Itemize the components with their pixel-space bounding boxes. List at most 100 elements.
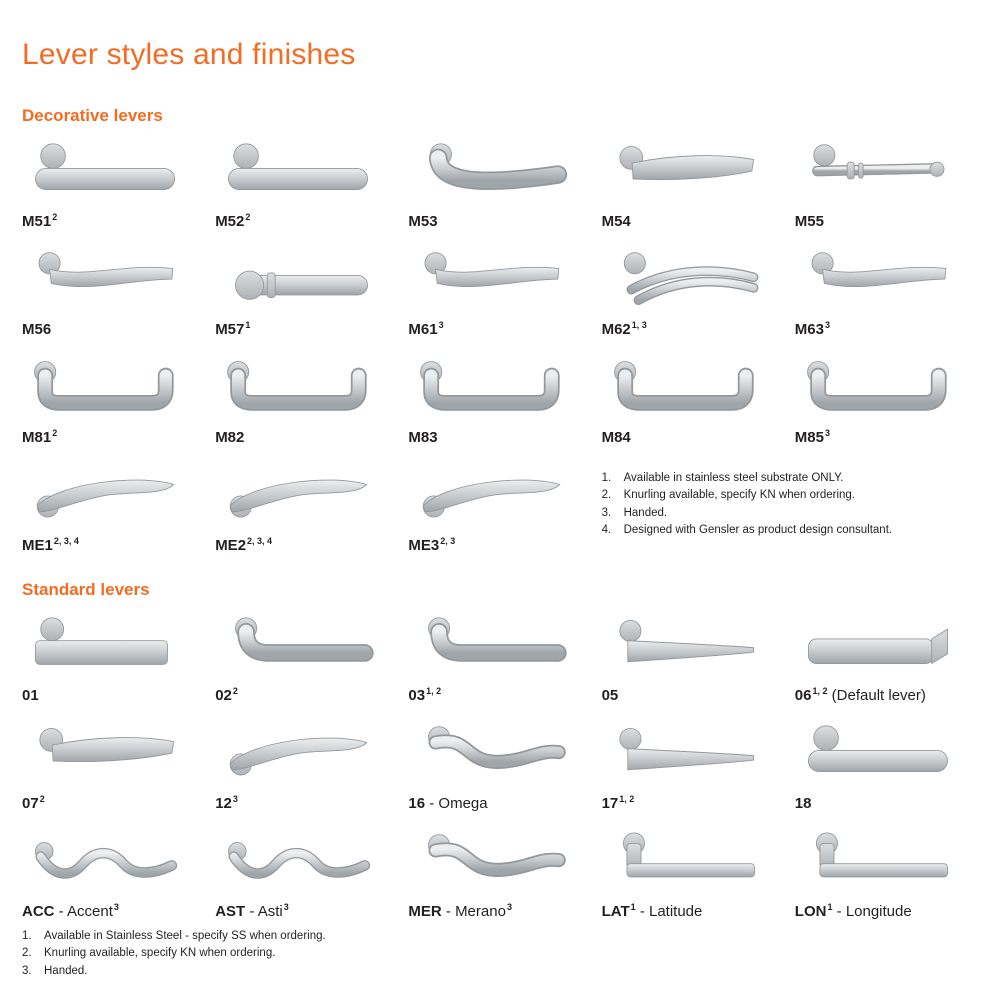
lever-item-M63: M633 [795, 250, 976, 338]
lever-item-M61: M613 [408, 250, 589, 338]
lever-code: M63 [794, 321, 824, 338]
lever-label: M571 [215, 320, 396, 339]
lever-image-18 [795, 724, 961, 790]
lever-code: LON [794, 903, 827, 920]
lever-footnote-ref: 3 [506, 902, 512, 912]
lever-image-05 [602, 616, 768, 682]
lever-footnote-ref: 2 [52, 212, 58, 222]
lever-label: M613 [408, 321, 589, 339]
lever-footnote-ref: 3 [824, 428, 830, 438]
lever-label: LON1 - Longitude [794, 902, 976, 921]
lever-code: M83 [408, 429, 438, 446]
lever-footnote-ref: 2 [245, 212, 251, 222]
lever-image-M84 [602, 358, 768, 424]
lever-code: M85 [794, 429, 824, 446]
footnote-number: 2. [22, 947, 32, 960]
lever-footnote-ref: 2 [232, 686, 238, 696]
lever-code: M84 [601, 429, 631, 446]
lever-label: 171, 2 [602, 794, 783, 813]
lever-code: M81 [22, 429, 52, 446]
page-title: Lever styles and finishes [22, 38, 356, 71]
lever-footnote-ref: 3 [113, 902, 119, 912]
lever-code: M51 [22, 213, 52, 230]
lever-label: 072 [22, 794, 203, 813]
lever-label: 18 [795, 795, 976, 812]
lever-footnote-ref: 1, 2 [619, 794, 635, 804]
lever-label: M812 [22, 429, 203, 447]
lever-label: 05 [602, 687, 783, 704]
lever-label: MER - Merano3 [408, 902, 589, 921]
lever-label: M53 [408, 213, 589, 230]
lever-image-06 [795, 616, 961, 682]
lever-image-M54 [602, 142, 768, 208]
lever-item-ACC: ACC - Accent3 [22, 832, 203, 920]
lever-item-07: 072 [22, 724, 203, 812]
lever-item-M84: M84 [602, 358, 783, 446]
lever-label: 061, 2 (Default lever) [794, 687, 976, 705]
lever-name-suffix: - Longitude [832, 903, 912, 920]
lever-label: 123 [215, 795, 396, 813]
footnote-text: Handed. [44, 964, 88, 977]
lever-code: 06 [794, 687, 812, 704]
decorative-footnotes: 1.Available in stainless steel substrate… [602, 466, 976, 539]
lever-image-MER [408, 832, 574, 898]
lever-code: 02 [215, 687, 232, 704]
lever-image-M81 [22, 358, 188, 424]
lever-code: M55 [794, 213, 824, 230]
footnote-number: 4. [601, 523, 612, 536]
lever-name-suffix: - Accent [54, 903, 113, 920]
footnote-number: 3. [22, 964, 32, 977]
lever-image-M55 [795, 142, 961, 208]
lever-code: M62 [601, 321, 631, 338]
lever-footnote-ref: 2, 3 [440, 536, 456, 546]
lever-name-suffix: - Asti [245, 903, 283, 920]
lever-code: M54 [601, 213, 631, 230]
lever-footnote-ref: 1 [827, 902, 833, 912]
footnote-1: 1.Available in stainless steel substrate… [602, 470, 976, 487]
lever-item-16: 16 - Omega [408, 724, 589, 812]
lever-image-M63 [795, 250, 961, 316]
lever-image-16 [408, 724, 574, 790]
lever-image-ME2 [215, 466, 381, 532]
lever-label: M84 [602, 429, 783, 446]
lever-item-AST: AST - Asti3 [215, 832, 396, 920]
footnote-4: 4.Designed with Gensler as product desig… [602, 522, 976, 539]
lever-label: M56 [22, 321, 203, 338]
lever-label: M853 [794, 428, 976, 447]
lever-item-03: 031, 2 [408, 616, 589, 704]
footnote-number: 3. [601, 506, 612, 519]
lever-footnote-ref: 3 [283, 902, 289, 912]
lever-image-17 [602, 724, 768, 790]
footnote-text: Knurling available, specify KN when orde… [623, 489, 855, 502]
footnote-2: 2.Knurling available, specify KN when or… [602, 487, 976, 504]
lever-item-18: 18 [795, 724, 976, 812]
footnote-number: 1. [601, 472, 612, 484]
section-heading-standard: Standard levers [22, 580, 150, 599]
lever-item-M82: M82 [215, 358, 396, 446]
lever-code: 07 [22, 795, 39, 812]
footnote-number: 1. [22, 930, 32, 942]
lever-item-M54: M54 [602, 142, 783, 230]
lever-code: 05 [601, 687, 619, 704]
lever-item-MER: MER - Merano3 [408, 832, 589, 920]
lever-label: M82 [215, 429, 396, 446]
lever-item-ME1: ME12, 3, 4 [22, 466, 203, 554]
lever-code: M53 [408, 213, 438, 230]
lever-image-M52 [215, 142, 381, 208]
lever-item-M55: M55 [795, 142, 976, 230]
lever-label: ME12, 3, 4 [22, 537, 203, 555]
lever-label: ME22, 3, 4 [215, 537, 396, 555]
lever-code: LAT [601, 903, 630, 920]
lever-code: M52 [215, 213, 245, 230]
lever-code: 12 [215, 795, 232, 812]
lever-footnote-ref: 1 [245, 320, 251, 330]
lever-label: 031, 2 [408, 687, 589, 705]
lever-code: ME1 [22, 537, 53, 554]
lever-image-M56 [22, 250, 188, 316]
lever-image-AST [215, 832, 381, 898]
lever-footnote-ref: 2 [39, 794, 45, 804]
lever-image-07 [22, 724, 188, 790]
lever-item-ME3: ME32, 3 [408, 466, 589, 554]
